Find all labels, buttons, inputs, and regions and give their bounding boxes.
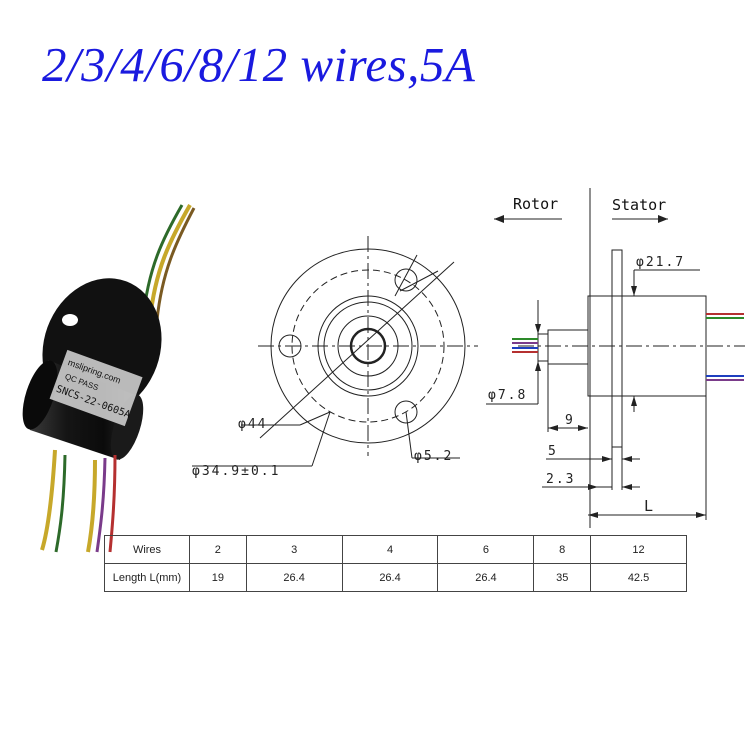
length-header: Length L(mm): [104, 563, 190, 592]
dim-d52-label: φ5.2: [414, 449, 453, 464]
wires-cell: 4: [341, 535, 439, 564]
wires-cell: 6: [437, 535, 535, 564]
wires-cell: 8: [533, 535, 592, 564]
wires-cell: 3: [245, 535, 343, 564]
length-cell: 26.4: [437, 563, 535, 592]
wires-header: Wires: [104, 535, 190, 564]
rotor-label: Rotor: [513, 195, 558, 213]
wires-cell: 2: [189, 535, 247, 564]
table-row: Length L(mm) 19 26.4 26.4 26.4 35 42.5: [104, 563, 687, 592]
dim-23-label: 2.3: [546, 472, 575, 487]
dim-5-label: 5: [548, 444, 558, 459]
length-cell: 35: [533, 563, 592, 592]
dim-d78-label: φ7.8: [488, 388, 527, 403]
length-cell: 19: [189, 563, 247, 592]
page-title: 2/3/4/6/8/12 wires,5A: [42, 37, 476, 92]
dim-d44-label: φ44: [238, 417, 267, 432]
table-row: Wires 2 3 4 6 8 12: [104, 535, 687, 564]
spec-table: Wires 2 3 4 6 8 12 Length L(mm) 19 26.4 …: [104, 535, 687, 592]
dim-d217-label: φ21.7: [636, 255, 685, 270]
dim-9-label: 9: [565, 413, 575, 428]
dim-L-label: L: [644, 497, 655, 515]
dim-d349-label: φ34.9±0.1: [192, 464, 280, 479]
wires-cell: 12: [590, 535, 687, 564]
stator-label: Stator: [612, 196, 666, 214]
length-cell: 26.4: [245, 563, 343, 592]
length-cell: 42.5: [590, 563, 687, 592]
length-cell: 26.4: [341, 563, 439, 592]
